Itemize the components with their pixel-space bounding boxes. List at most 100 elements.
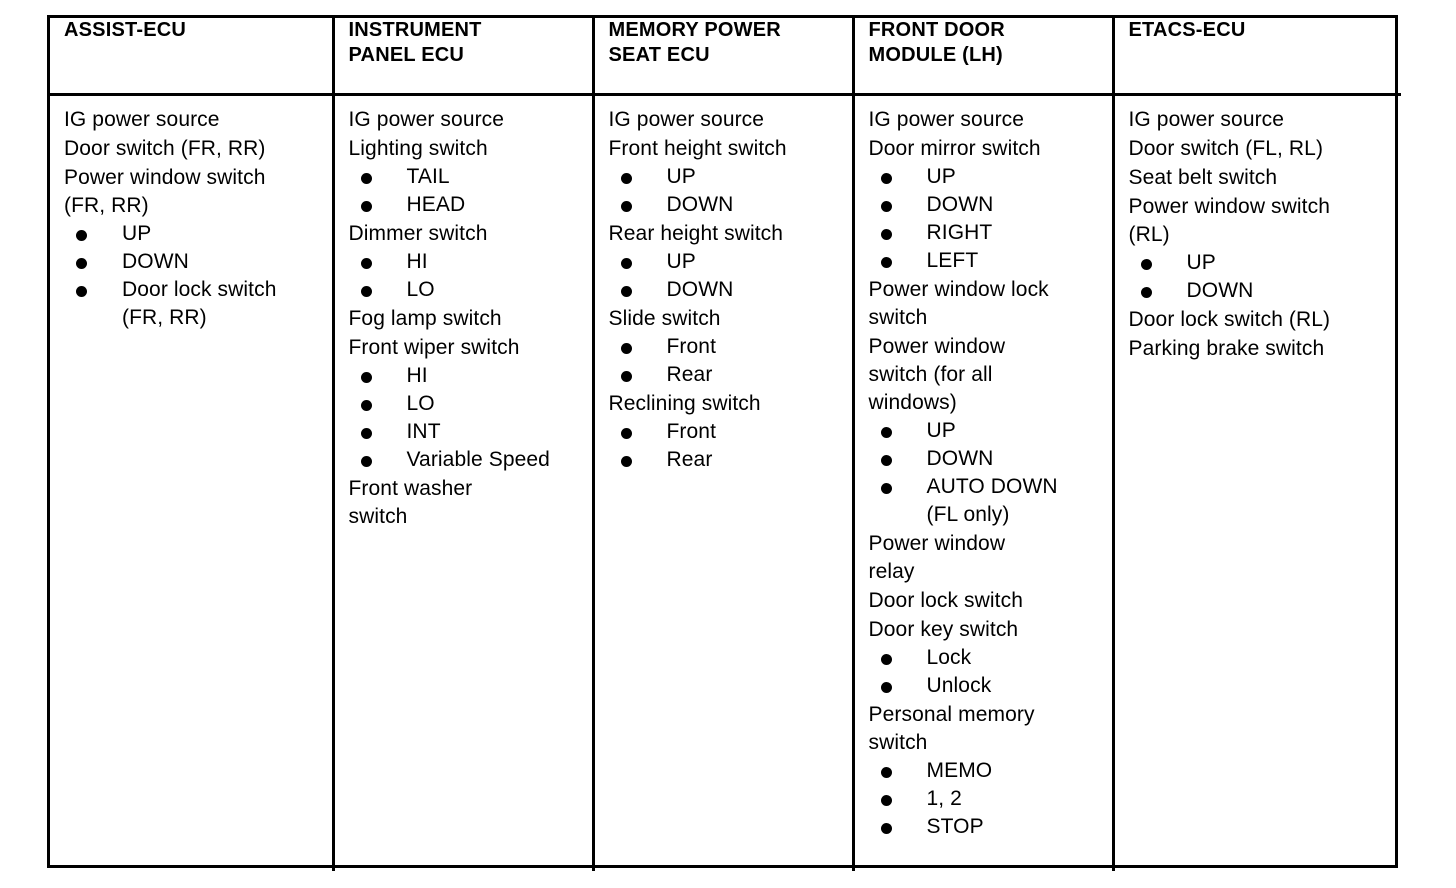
signal-item: Rear height switch [608, 222, 784, 245]
signal-sub-label: MEMO [926, 759, 993, 782]
column-header-label: ASSIST-ECU [64, 19, 187, 41]
signal-sub-label: Unlock [926, 674, 992, 697]
signal-sub-label: LEFT [926, 249, 979, 272]
signal-sub-item: LO [349, 390, 584, 418]
signal-sub-item: UP [869, 417, 1104, 445]
bullet-dot-icon [1140, 259, 1152, 270]
bullet-dot-icon [880, 823, 892, 834]
signal-item: IG power source [608, 108, 765, 131]
signal-item: Power window lock switch [868, 278, 1049, 329]
bullet-dot-icon [880, 173, 892, 184]
column-header-front-door-module-lh: FRONT DOOR MODULE (LH) [853, 18, 1115, 96]
bullet-dot-icon [620, 371, 632, 382]
bullet-dot-icon [360, 428, 372, 439]
signal-item: Personal memory switch [868, 703, 1035, 754]
bullet-dot-icon [620, 258, 632, 269]
signal-sub-item: DOWN [1129, 277, 1394, 305]
signal-sub-list: UP DOWN AUTO DOWN (FL only) [869, 417, 1104, 529]
signal-item: IG power source [868, 108, 1025, 131]
signal-item: Door mirror switch [868, 137, 1041, 160]
signal-sub-label: DOWN [926, 193, 994, 216]
signal-sub-list: UP DOWN [609, 248, 844, 304]
bullet-dot-icon [880, 455, 892, 466]
signal-item: Seat belt switch [1128, 166, 1278, 189]
signal-sub-label: UP [666, 250, 696, 273]
signal-sub-item: LO [349, 276, 584, 304]
signal-sub-item: STOP [869, 813, 1104, 841]
signal-sub-label: Front [666, 335, 717, 358]
signal-sub-label: DOWN [926, 447, 994, 470]
signal-sub-list: UP DOWN [609, 163, 844, 219]
bullet-dot-icon [620, 286, 632, 297]
bullet-dot-icon [76, 230, 87, 241]
signal-sub-label: UP [926, 165, 956, 188]
signal-sub-item: UP [869, 163, 1104, 191]
signal-sub-label: Front [666, 420, 717, 443]
bullet-dot-icon [1140, 287, 1152, 298]
bullet-dot-icon [360, 201, 372, 212]
bullet-dot-icon [880, 795, 892, 806]
signal-sub-label: Lock [926, 646, 972, 669]
signal-item: Door switch (FR, RR) [64, 137, 266, 160]
signal-sub-item: UP [1129, 249, 1394, 277]
signal-sub-item: TAIL [349, 163, 584, 191]
signal-sub-item: Rear [609, 361, 844, 389]
signal-item: Slide switch [608, 307, 721, 330]
column-header-memory-power-seat-ecu: MEMORY POWER SEAT ECU [593, 18, 855, 96]
signal-item: Lighting switch [348, 137, 488, 160]
signal-sub-item: DOWN [609, 276, 844, 304]
signal-sub-label: UP [666, 165, 696, 188]
signal-sub-item: UP [609, 163, 844, 191]
signal-sub-label: TAIL [406, 165, 450, 188]
column-header-etacs-ecu: ETACS-ECU [1113, 18, 1401, 96]
bullet-dot-icon [360, 400, 372, 411]
signal-sub-label: AUTO DOWN (FL only) [926, 475, 1058, 526]
column-header-label: ETACS-ECU [1128, 19, 1246, 41]
signal-sub-item: DOWN [609, 191, 844, 219]
signal-item: Power window switch (RL) [1128, 195, 1330, 246]
bullet-dot-icon [620, 173, 632, 184]
signal-item: Fog lamp switch [348, 307, 502, 330]
signal-sub-label: DOWN [666, 193, 734, 216]
bullet-dot-icon [880, 427, 892, 438]
signal-item: Front washer switch [348, 477, 473, 528]
signal-sub-item: Door lock switch (FR, RR) [64, 276, 324, 332]
signal-sub-label: RIGHT [926, 221, 993, 244]
signal-sub-item: Variable Speed [349, 446, 584, 474]
signal-sub-item: 1, 2 [869, 785, 1104, 813]
signal-item: Parking brake switch [1128, 337, 1325, 360]
signal-sub-item: DOWN [869, 191, 1104, 219]
bullet-dot-icon [620, 428, 632, 439]
bullet-dot-icon [880, 767, 892, 778]
column-header-label: FRONT DOOR MODULE (LH) [868, 19, 1005, 66]
signal-sub-label: UP [122, 222, 152, 245]
signal-sub-label: UP [926, 419, 956, 442]
bullet-dot-icon [360, 456, 372, 467]
signal-sub-label: Variable Speed [406, 448, 550, 471]
signal-sub-item: LEFT [869, 247, 1104, 275]
signal-sub-item: DOWN [64, 248, 324, 276]
signal-item: Power window switch (FR, RR) [64, 166, 266, 217]
signal-sub-list: TAIL HEAD [349, 163, 584, 219]
bullet-dot-icon [880, 257, 892, 268]
signal-sub-label: DOWN [666, 278, 734, 301]
signal-sub-label: HEAD [406, 193, 466, 216]
signal-sub-item: UP [64, 220, 324, 248]
signal-sub-item: AUTO DOWN (FL only) [869, 473, 1104, 529]
signal-sub-item: HEAD [349, 191, 584, 219]
signal-sub-label: STOP [926, 815, 984, 838]
bullet-dot-icon [880, 229, 892, 240]
signal-sub-label: INT [406, 420, 441, 443]
